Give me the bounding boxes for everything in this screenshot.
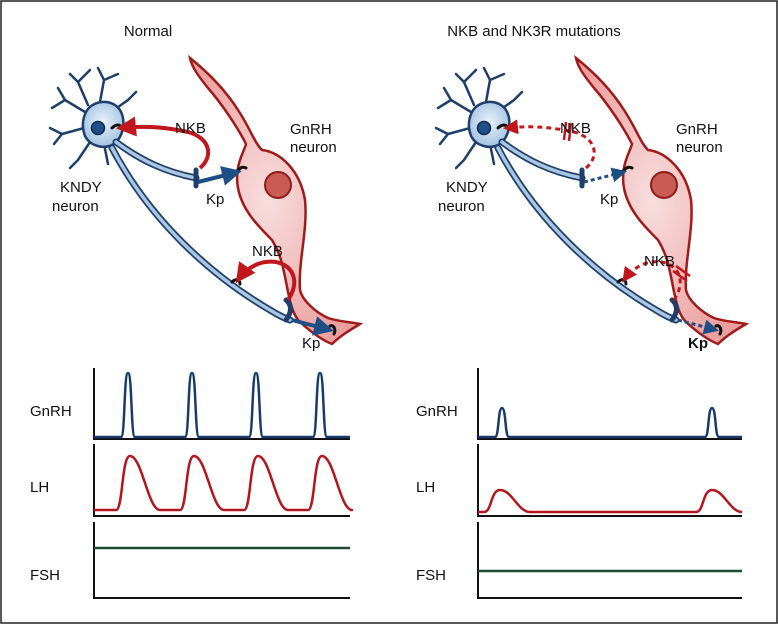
mutant-kp-arrow-top [583,167,627,184]
trace-lines [94,371,743,573]
mutant-kp-label-top: Kp [600,191,618,208]
mutant-lh-trace [478,488,743,514]
mutant-nkb-block-top [562,121,573,142]
normal-gnrh-label-line2: neuron [290,139,337,156]
normal-nkb-label-top: NKB [175,120,206,137]
normal-panel: Normal NKB Kp NKB Kp KNDY neuron GnRH ne… [50,23,360,352]
normal-kp-arrow-top [197,166,242,186]
normal-trace-label-lh: LH [30,479,49,496]
mutant-panel: NKB and NK3R mutations NKB Kp NKB Kp KND… [436,23,746,352]
mutant-trace-label-lh: LH [416,479,435,496]
mutant-kp-label-bottom: Kp [688,335,708,352]
mutant-trace-label-gnrh: GnRH [416,403,458,420]
normal-gnrh-trace [94,371,350,439]
mutant-nkb-arrow-top [503,119,596,170]
normal-nkb-arrow-top [116,116,211,170]
mutant-gnrh-trace [478,406,742,439]
mutant-kndy-label-line2: neuron [438,198,485,215]
normal-nkb-label-bottom: NKB [252,243,283,260]
normal-kp-label-top: Kp [206,191,224,208]
mutant-gnrh-label-line2: neuron [676,139,723,156]
mutant-nkb-arrow-bottom [622,260,682,301]
normal-title: Normal [124,23,172,40]
mutant-gnrh-label-line1: GnRH [676,121,718,138]
mutant-trace-label-fsh: FSH [416,567,446,584]
normal-kp-arrow-bottom [291,316,334,336]
mutant-kndy-label-line1: KNDY [446,179,488,196]
normal-nkb-arrow-bottom [235,259,297,302]
mutant-nkb-label-bottom: NKB [644,253,675,270]
normal-kndy-label-line2: neuron [52,198,99,215]
normal-trace-label-gnrh: GnRH [30,403,72,420]
mutant-nkb-block-bottom [672,264,691,283]
normal-gnrh-label-line1: GnRH [290,121,332,138]
normal-kp-label-bottom: Kp [302,335,320,352]
normal-lh-trace [94,454,354,512]
mutant-title: NKB and NK3R mutations [447,23,620,40]
mutant-nkb-label-top: NKB [560,120,591,137]
mutant-trace-axes [477,368,742,599]
normal-kndy-label-line1: KNDY [60,179,102,196]
normal-trace-label-fsh: FSH [30,567,60,584]
traces: GnRH LH FSH GnRH LH FSH [30,368,743,599]
